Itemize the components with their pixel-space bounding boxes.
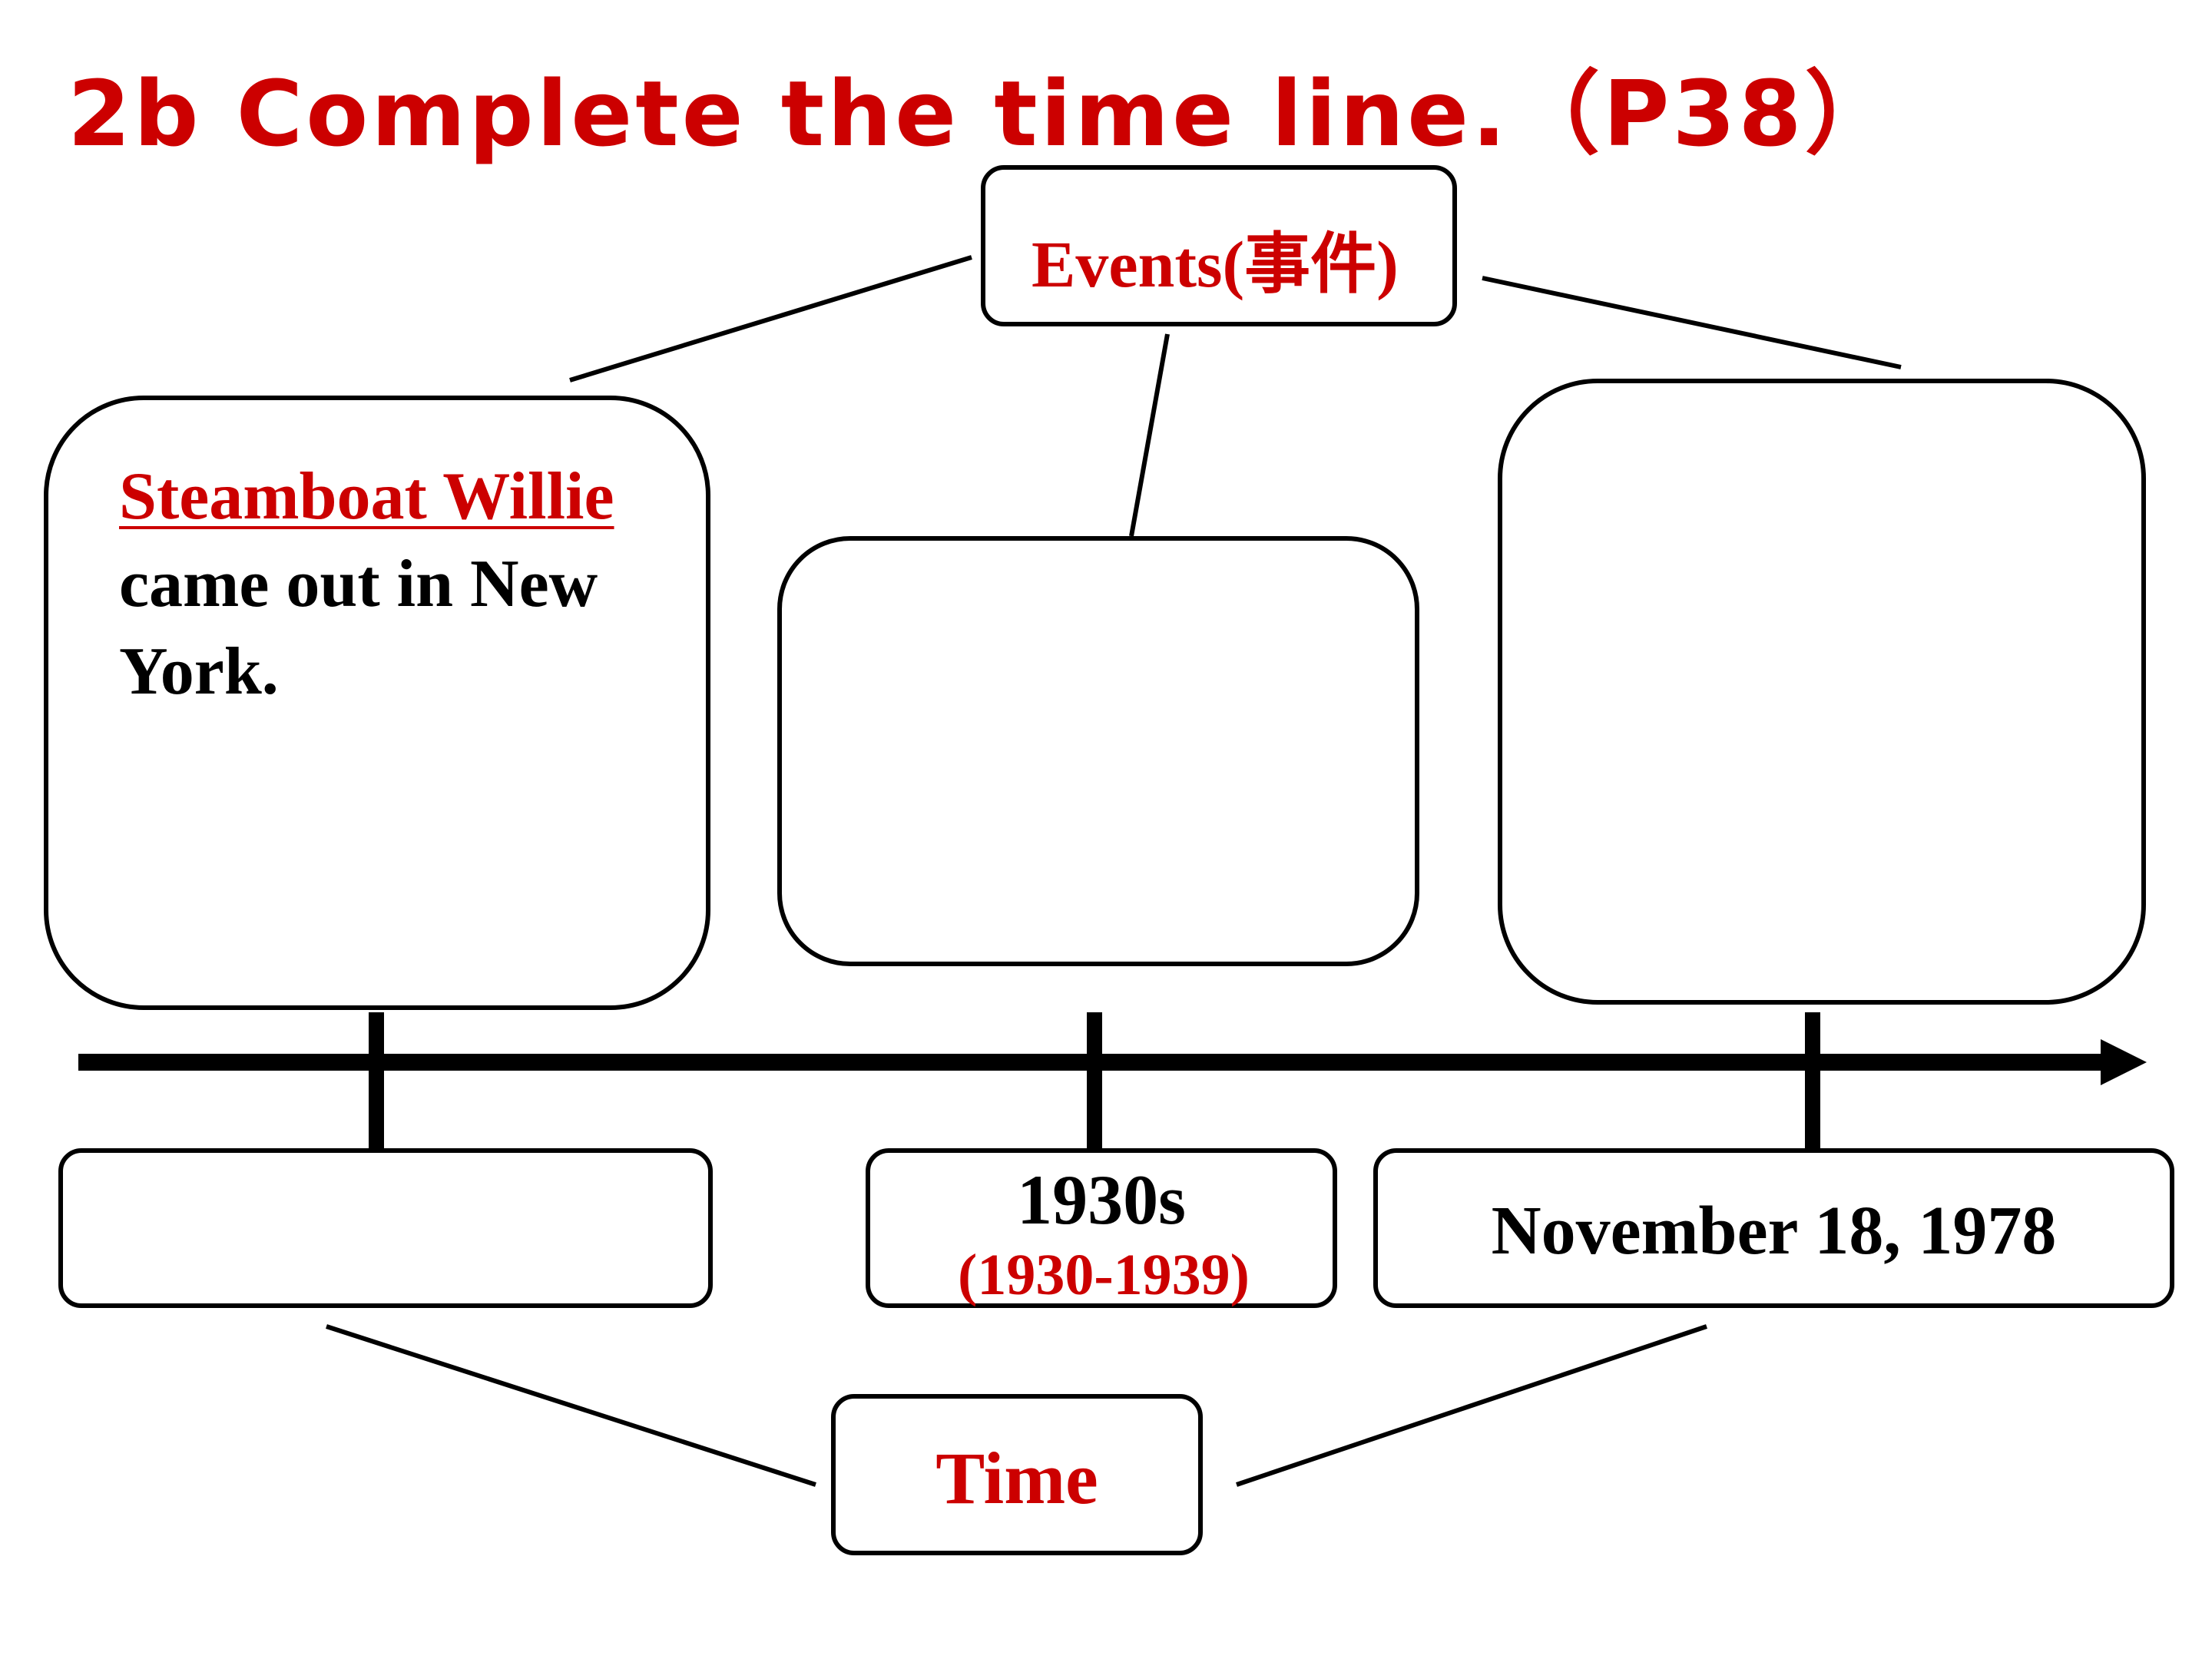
connector-time-2 [1236,1324,1707,1487]
event-box-3 [1498,379,2146,1005]
timeline-arrowhead [2101,1039,2147,1085]
time-box-2 [866,1148,1337,1308]
time-label: Time [935,1437,1098,1519]
event-1-body: came out in New York. [119,547,598,709]
event-box-1 [44,396,710,1010]
time-3-main: November 18, 1978 [1491,1193,2057,1269]
time-box-1 [58,1148,713,1308]
event-box-2 [777,536,1419,966]
events-label: Events(事件) [1031,227,1399,301]
page-title: 2b Complete the time line.（P38） [68,61,1899,167]
time-box-3 [1373,1148,2174,1308]
connector-event-3 [1482,276,1902,369]
event-1-text: Steamboat Willie came out in New York. [119,453,672,716]
events-label-box: Events(事件) [981,165,1457,326]
time-label-box: Time [831,1394,1203,1555]
event-1-highlight: Steamboat Willie [119,459,614,534]
connector-time-1 [326,1324,816,1487]
time-2-main: 1930s [1017,1161,1186,1239]
connector-event-2 [1129,333,1170,537]
connector-event-1 [569,255,972,382]
time-2-sub: (1930-1939) [958,1243,1250,1307]
